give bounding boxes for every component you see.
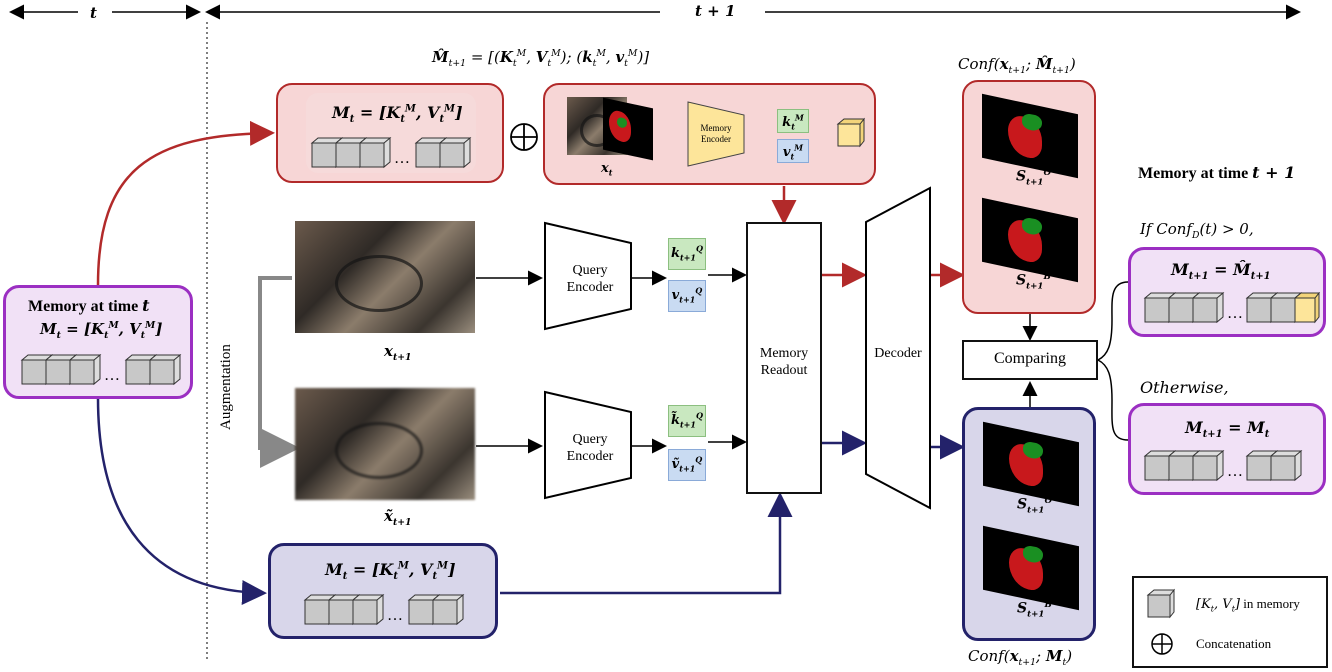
conf-bottom-label: Conf(xt+1; Mt) bbox=[968, 647, 1073, 668]
legend-box: [Kt, Vt] in memory Concatenation bbox=[1132, 576, 1328, 668]
memory-top-formula: Mt = [KtM, VtM] bbox=[332, 103, 463, 126]
memory-at-time-t-box: Memory at time t Mt = [KtM, VtM] … bbox=[3, 285, 193, 399]
augmented-image-x-tilde bbox=[295, 388, 475, 500]
memory-left-formula: Mt = [KtM, VtM] bbox=[40, 320, 163, 341]
concatenation-icon bbox=[510, 123, 538, 151]
curly-brace bbox=[1096, 281, 1129, 441]
augmentation-label: Augmentation bbox=[218, 344, 234, 430]
decoder-shape bbox=[865, 186, 931, 510]
memory-bottom-cubes: … bbox=[303, 593, 473, 633]
memory-update-box: Mt+1 = M̂t+1 … bbox=[1128, 247, 1326, 337]
memory-keep-formula: Mt+1 = Mt bbox=[1185, 418, 1270, 441]
so-label: St+1O bbox=[1016, 168, 1051, 188]
if-condition: If ConfD(t) > 0, bbox=[1140, 220, 1254, 241]
legend-cube-icon bbox=[1146, 588, 1176, 619]
svg-text:…: … bbox=[1227, 463, 1243, 480]
legend-concatenation-icon bbox=[1151, 633, 1173, 655]
timeline-t-label: t bbox=[90, 4, 97, 22]
so-b-label: St+1O bbox=[1017, 496, 1052, 516]
memory-bottom-formula: Mt = [KtM, VtM] bbox=[325, 560, 456, 583]
sb-b-label: St+1B bbox=[1017, 600, 1052, 620]
memory-top-cubes: … bbox=[310, 136, 480, 176]
memory-left-cubes: … bbox=[20, 353, 190, 393]
value-chip-query-aug: ṽt+1Q bbox=[668, 449, 706, 481]
comparing-label: Comparing bbox=[994, 350, 1066, 367]
memory-keep-box: Mt+1 = Mt … bbox=[1128, 403, 1326, 495]
query-image-x-t1 bbox=[295, 221, 475, 333]
output-box-original: St+1O St+1B bbox=[962, 80, 1096, 314]
mask-sb bbox=[982, 197, 1078, 283]
otherwise-label: Otherwise, bbox=[1140, 378, 1229, 397]
svg-text:…: … bbox=[104, 367, 120, 384]
memory-readout-box bbox=[746, 222, 822, 494]
mask-so bbox=[982, 93, 1078, 179]
memory-top-box: Mt = [KtM, VtM] … bbox=[276, 83, 504, 183]
legend-item-concatenation: Concatenation bbox=[1196, 636, 1272, 651]
output-box-baseline: St+1O St+1B bbox=[962, 407, 1096, 641]
key-chip-memory: ktM bbox=[777, 109, 809, 133]
cube-row-icon: … bbox=[310, 136, 472, 169]
memory-encoder-shape bbox=[687, 101, 745, 167]
decoder-label: Decoder bbox=[874, 346, 922, 361]
new-memory-cube-icon bbox=[836, 117, 866, 148]
x-t1-label: xt+1 bbox=[384, 342, 412, 363]
legend-item-memory: [Kt, Vt] in memory bbox=[1196, 596, 1300, 614]
memory-left-title: Memory at time t bbox=[28, 296, 150, 315]
svg-text:…: … bbox=[394, 150, 410, 167]
cube-row-icon: … bbox=[1143, 449, 1303, 482]
svg-text:…: … bbox=[1227, 305, 1243, 322]
memory-keep-cubes: … bbox=[1143, 449, 1313, 489]
key-chip-query-aug: k̃t+1Q bbox=[668, 405, 706, 437]
x-tilde-t1-label: x̃t+1 bbox=[384, 507, 412, 528]
cube-row-icon: … bbox=[1143, 291, 1321, 324]
comparing-box bbox=[962, 340, 1098, 380]
svg-text:…: … bbox=[387, 607, 403, 624]
cube-row-icon: … bbox=[303, 593, 465, 626]
query-encoder-top bbox=[544, 221, 632, 331]
key-chip-query: kt+1Q bbox=[668, 238, 706, 270]
mask-sb-b bbox=[983, 525, 1079, 611]
cube-row-icon: … bbox=[20, 353, 182, 386]
timeline-t1-label: t + 1 bbox=[695, 2, 736, 20]
mask-image-xt bbox=[603, 97, 653, 161]
xt-label: xt bbox=[601, 161, 613, 178]
mask-so-b bbox=[983, 421, 1079, 507]
memory-update-cubes: … bbox=[1143, 291, 1321, 331]
memory-hat-formula: M̂t+1 = [(KtM, VtM); (ktM, vtM)] bbox=[432, 48, 650, 69]
memory-update-formula: Mt+1 = M̂t+1 bbox=[1171, 260, 1271, 283]
memory-right-title: Memory at time t + 1 bbox=[1138, 163, 1296, 182]
query-encoder-bottom bbox=[544, 390, 632, 500]
value-chip-query: vt+1Q bbox=[668, 280, 706, 312]
sb-label: St+1B bbox=[1016, 272, 1051, 292]
value-chip-memory: vtM bbox=[777, 139, 809, 163]
conf-top-label: Conf(xt+1; M̂t+1) bbox=[958, 55, 1076, 76]
memory-bottom-box: Mt = [KtM, VtM] … bbox=[268, 543, 498, 639]
